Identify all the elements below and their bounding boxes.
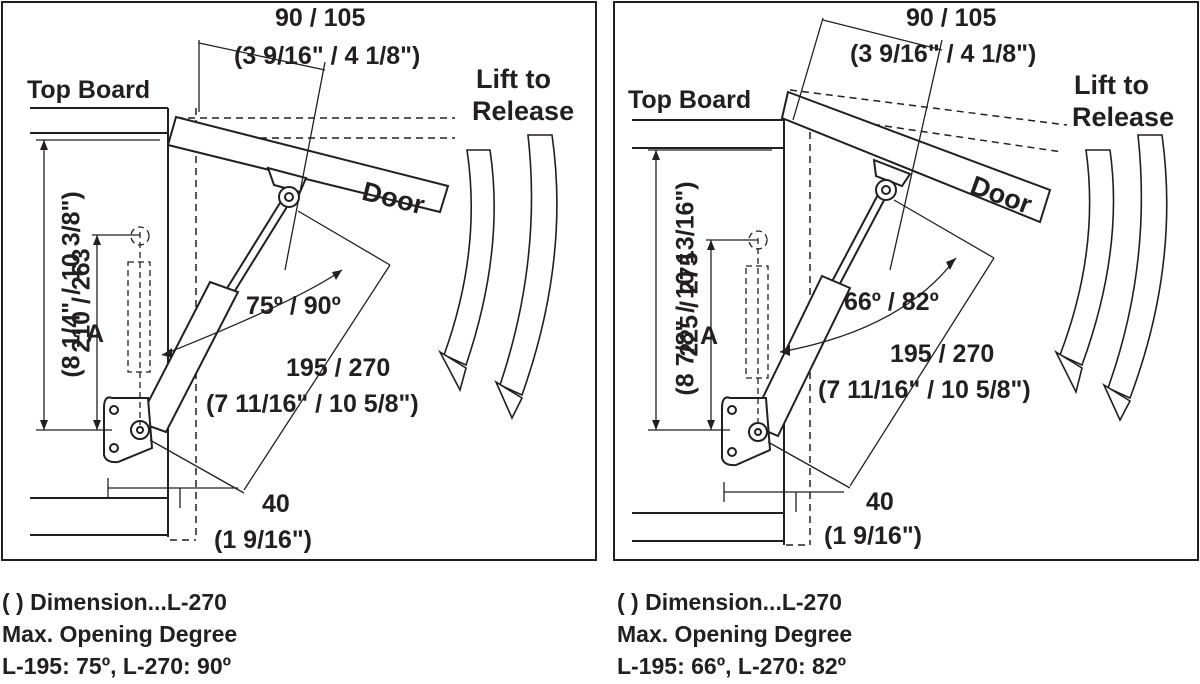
height-inches: (8 7/8" / 10 13/16") — [671, 181, 700, 396]
diagram-panel-left: 90 / 105 (3 9/16" / 4 1/8") Top Board Li… — [0, 0, 600, 570]
opening-angle: 66º / 82º — [844, 288, 939, 316]
top-board-label: Top Board — [628, 86, 752, 114]
caption-left-line-2: Max. Opening Degree — [2, 621, 238, 647]
top-board-label: Top Board — [27, 76, 151, 104]
top-width-inches: (3 9/16" / 4 1/8") — [850, 40, 1037, 68]
diagram-panel-right: 90 / 105 (3 9/16" / 4 1/8") Top Board Li… — [612, 0, 1200, 570]
a-dimension-label: A — [700, 322, 719, 350]
caption-right-line-3: L-195: 66º, L-270: 82º — [617, 653, 847, 679]
top-width-mm: 90 / 105 — [275, 4, 366, 32]
release-label: Release — [472, 96, 575, 126]
frame-left — [1, 1, 597, 561]
offset-mm: 40 — [866, 488, 894, 516]
offset-inches: (1 9/16") — [214, 526, 313, 554]
caption-left-line-1: ( ) Dimension...L-270 — [2, 589, 227, 615]
caption-right-line-2: Max. Opening Degree — [617, 621, 853, 647]
top-width-mm: 90 / 105 — [906, 4, 997, 32]
offset-mm: 40 — [262, 490, 290, 518]
opening-angle: 75º / 90º — [246, 292, 341, 320]
stay-length-mm: 195 / 270 — [890, 340, 995, 368]
caption-right-line-1: ( ) Dimension...L-270 — [617, 589, 842, 615]
frame-right — [613, 1, 1199, 561]
release-label: Release — [1072, 102, 1175, 132]
gas-spring-cylinder-left — [136, 280, 240, 434]
top-width-inches: (3 9/16" / 4 1/8") — [234, 42, 421, 70]
stay-length-inches: (7 11/16" / 10 5/8") — [818, 376, 1031, 404]
door-panel-left — [166, 115, 450, 214]
lift-label: Lift to — [1074, 70, 1149, 100]
gas-spring-cylinder-right — [748, 274, 852, 438]
stay-length-inches: (7 11/16" / 10 5/8") — [206, 390, 419, 418]
lid-stay-drawing-right — [613, 1, 1199, 561]
lift-label: Lift to — [476, 64, 551, 94]
height-inches: (8 1/4" / 10 3/8") — [57, 191, 86, 378]
caption-left-line-3: L-195: 75º, L-270: 90º — [2, 653, 232, 679]
offset-inches: (1 9/16") — [824, 522, 923, 550]
lid-stay-drawing-left — [1, 1, 597, 561]
a-dimension-label: A — [86, 320, 105, 348]
stay-length-mm: 195 / 270 — [286, 354, 391, 382]
